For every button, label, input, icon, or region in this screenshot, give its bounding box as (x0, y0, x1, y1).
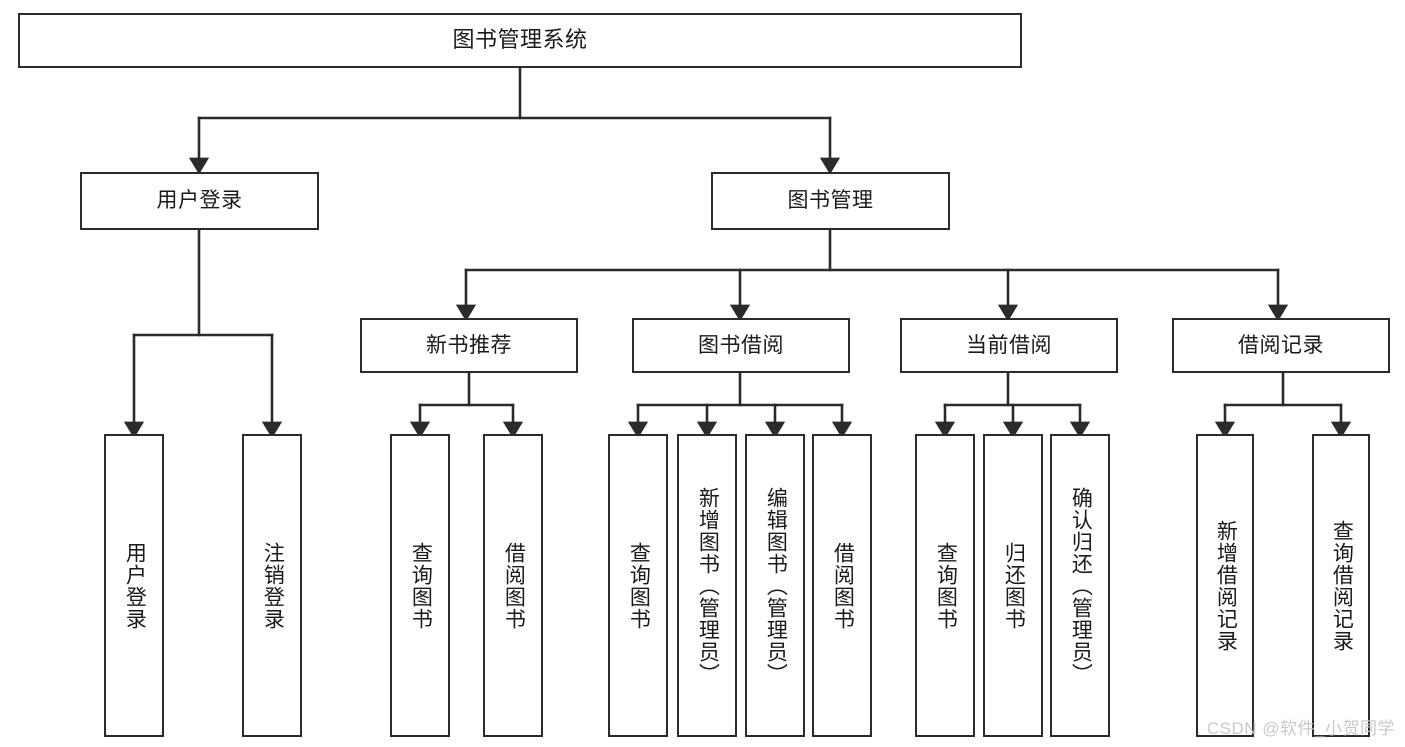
node-label: 用户登录 (156, 189, 243, 213)
node-leaf-edit-book[interactable]: 编辑图书（管理员） (745, 434, 805, 737)
node-current-borrow[interactable]: 当前借阅 (900, 318, 1118, 373)
node-leaf-borrow-book-2[interactable]: 借阅图书 (812, 434, 872, 737)
node-book-borrow[interactable]: 图书借阅 (632, 318, 850, 373)
node-leaf-return-book[interactable]: 归还图书 (983, 434, 1043, 737)
node-label: 图书管理系统 (452, 27, 588, 53)
node-leaf-query-book-3[interactable]: 查询图书 (915, 434, 975, 737)
node-label: 归还图书 (1002, 541, 1026, 630)
node-label: 借阅图书 (502, 541, 526, 630)
node-user-login[interactable]: 用户登录 (80, 172, 319, 230)
node-label: 图书管理 (787, 189, 874, 213)
node-label: 注销登录 (261, 541, 285, 630)
node-label: 新书推荐 (426, 333, 512, 357)
node-label: 借阅记录 (1238, 333, 1324, 357)
node-leaf-query-record[interactable]: 查询借阅记录 (1312, 434, 1370, 737)
node-label: 查询借阅记录 (1330, 519, 1354, 652)
node-leaf-query-book-1[interactable]: 查询图书 (390, 434, 450, 737)
node-root-system[interactable]: 图书管理系统 (18, 13, 1022, 68)
node-label: 查询图书 (627, 541, 651, 630)
node-label: 借阅图书 (831, 541, 855, 630)
node-leaf-confirm-return[interactable]: 确认归还（管理员） (1050, 434, 1110, 737)
node-leaf-user-login[interactable]: 用户登录 (104, 434, 164, 737)
node-leaf-borrow-book-1[interactable]: 借阅图书 (483, 434, 543, 737)
node-label: 图书借阅 (698, 333, 784, 357)
node-leaf-query-book-2[interactable]: 查询图书 (608, 434, 668, 737)
node-label: 查询图书 (409, 541, 433, 630)
node-leaf-logout-login[interactable]: 注销登录 (242, 434, 302, 737)
node-label: 新增借阅记录 (1214, 519, 1238, 652)
node-label: 用户登录 (123, 541, 147, 630)
csdn-watermark: CSDN @软件_小贺同学 (1206, 719, 1395, 738)
node-leaf-add-record[interactable]: 新增借阅记录 (1196, 434, 1254, 737)
node-label: 编辑图书（管理员） (764, 486, 788, 685)
node-label: 确认归还（管理员） (1069, 486, 1093, 685)
node-new-book-recommend[interactable]: 新书推荐 (360, 318, 578, 373)
node-label: 当前借阅 (966, 333, 1052, 357)
node-book-management[interactable]: 图书管理 (711, 172, 950, 230)
node-label: 查询图书 (934, 541, 958, 630)
node-leaf-add-book[interactable]: 新增图书（管理员） (677, 434, 737, 737)
node-label: 新增图书（管理员） (696, 486, 720, 685)
node-borrow-record[interactable]: 借阅记录 (1172, 318, 1390, 373)
